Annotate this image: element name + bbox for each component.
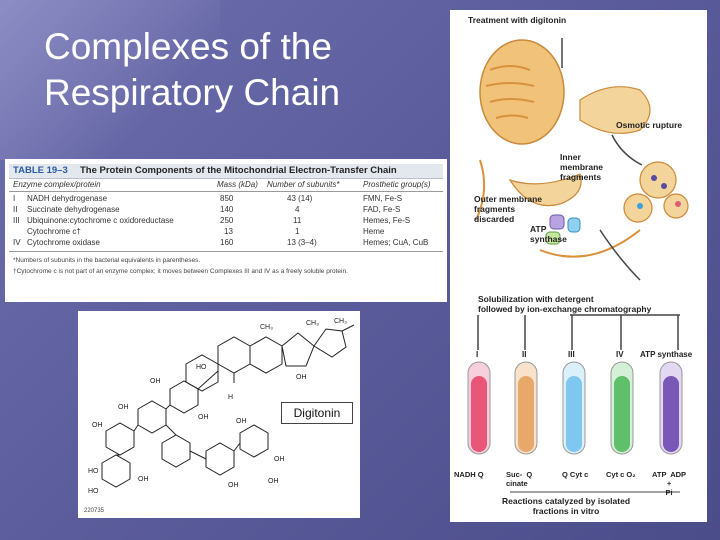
reaction-label-5: ATP ADP + Pi bbox=[652, 470, 687, 497]
table-header-bar bbox=[9, 164, 443, 179]
outer-membrane-label: Outer membrane fragments discarded bbox=[474, 194, 543, 224]
table-row: IV Cytochrome oxidase 160 13 (3–4) Hemes… bbox=[13, 238, 429, 247]
tube-label-3: III bbox=[568, 350, 575, 359]
svg-text:HO: HO bbox=[196, 364, 207, 371]
fractionation-figure: Treatment with digitonin Osmotic rupture… bbox=[450, 10, 707, 522]
digitonin-label: Digitonin bbox=[281, 402, 353, 424]
svg-text:CH₃: CH₃ bbox=[334, 318, 347, 325]
inner-membrane-label: Inner membrane fragments bbox=[560, 152, 603, 182]
svg-text:OH: OH bbox=[228, 482, 239, 489]
tube-fill-2 bbox=[518, 376, 534, 452]
column-header-subunits: Number of subunits* bbox=[267, 180, 340, 189]
column-header-mass: Mass (kDa) bbox=[217, 180, 258, 189]
solubilization-label: Solubilization with detergent followed b… bbox=[478, 294, 652, 314]
tube-label-1: I bbox=[476, 350, 479, 359]
tube-label-5: ATP synthase bbox=[640, 350, 693, 359]
slide-title: Complexes of the Respiratory Chain bbox=[44, 24, 444, 116]
structure-code: 220735 bbox=[84, 508, 105, 514]
svg-text:H: H bbox=[228, 394, 233, 401]
digitonin-structure-drawing: CH₃ CH₃ CH₃ OH HO OH OH OH OH OH OH HO H… bbox=[84, 318, 355, 514]
svg-text:OH: OH bbox=[236, 418, 247, 425]
svg-text:OH: OH bbox=[150, 378, 161, 385]
table-footnote-1: *Numbers of subunits in the bacterial eq… bbox=[13, 257, 201, 264]
step-rupture-label: Osmotic rupture bbox=[616, 120, 683, 130]
tube-fill-5 bbox=[663, 376, 679, 452]
reaction-label-2: Suc- Q cinate bbox=[506, 470, 533, 488]
tube-fill-3 bbox=[566, 376, 582, 452]
svg-text:CH₃: CH₃ bbox=[306, 320, 319, 327]
mitochondrion-shape bbox=[479, 39, 565, 145]
table-number: TABLE 19–3 bbox=[13, 165, 68, 176]
slide-title-line-1: Complexes of the bbox=[44, 26, 332, 67]
column-header-groups: Prosthetic group(s) bbox=[363, 180, 431, 189]
tube-fill-4 bbox=[614, 376, 630, 452]
slide-title-line-2: Respiratory Chain bbox=[44, 72, 341, 113]
svg-text:CH₃: CH₃ bbox=[260, 324, 273, 331]
svg-text:OH: OH bbox=[138, 476, 149, 483]
reaction-label-1: NADH Q bbox=[454, 470, 484, 479]
ruptured-membrane-shape bbox=[579, 86, 651, 134]
tube-label-2: II bbox=[522, 350, 527, 359]
header-divider bbox=[9, 191, 443, 192]
digitonin-structure: CH₃ CH₃ CH₃ OH HO OH OH OH OH OH OH HO H… bbox=[78, 311, 360, 518]
fractionation-diagram bbox=[467, 38, 689, 493]
svg-text:OH: OH bbox=[198, 414, 209, 421]
svg-text:HO: HO bbox=[88, 488, 99, 495]
table-row: II Succinate dehydrogenase 140 4 FAD, Fe… bbox=[13, 205, 401, 214]
table-title: The Protein Components of the Mitochondr… bbox=[80, 165, 397, 176]
atp-synthase-label: ATP synthase bbox=[530, 224, 567, 244]
svg-text:OH: OH bbox=[118, 404, 129, 411]
svg-text:OH: OH bbox=[274, 456, 285, 463]
table-footnote-2: †Cytochrome c is not part of an enzyme c… bbox=[13, 268, 348, 275]
column-header-enzyme: Enzyme complex/protein bbox=[13, 180, 101, 189]
svg-text:OH: OH bbox=[92, 422, 103, 429]
reactions-caption: Reactions catalyzed by isolated fraction… bbox=[502, 496, 631, 516]
svg-text:HO: HO bbox=[88, 468, 99, 475]
table-row: I NADH dehydrogenase 850 43 (14) FMN, Fe… bbox=[13, 194, 403, 203]
svg-text:OH: OH bbox=[296, 374, 307, 381]
table-row: Cytochrome c† 13 1 Heme bbox=[27, 227, 385, 236]
svg-text:OH: OH bbox=[268, 478, 279, 485]
footer-divider bbox=[9, 251, 443, 252]
reaction-label-4: Cyt c O₂ bbox=[606, 470, 636, 479]
table-row: III Ubiquinone:cytochrome c oxidoreducta… bbox=[13, 216, 411, 225]
reaction-label-3: Q Cyt c bbox=[562, 470, 589, 479]
protein-components-table: TABLE 19–3 The Protein Components of the… bbox=[5, 159, 447, 302]
tube-fill-1 bbox=[471, 376, 487, 452]
tube-label-4: IV bbox=[616, 350, 624, 359]
slide-background-accent bbox=[0, 0, 220, 160]
step-digitonin-label: Treatment with digitonin bbox=[468, 15, 567, 25]
